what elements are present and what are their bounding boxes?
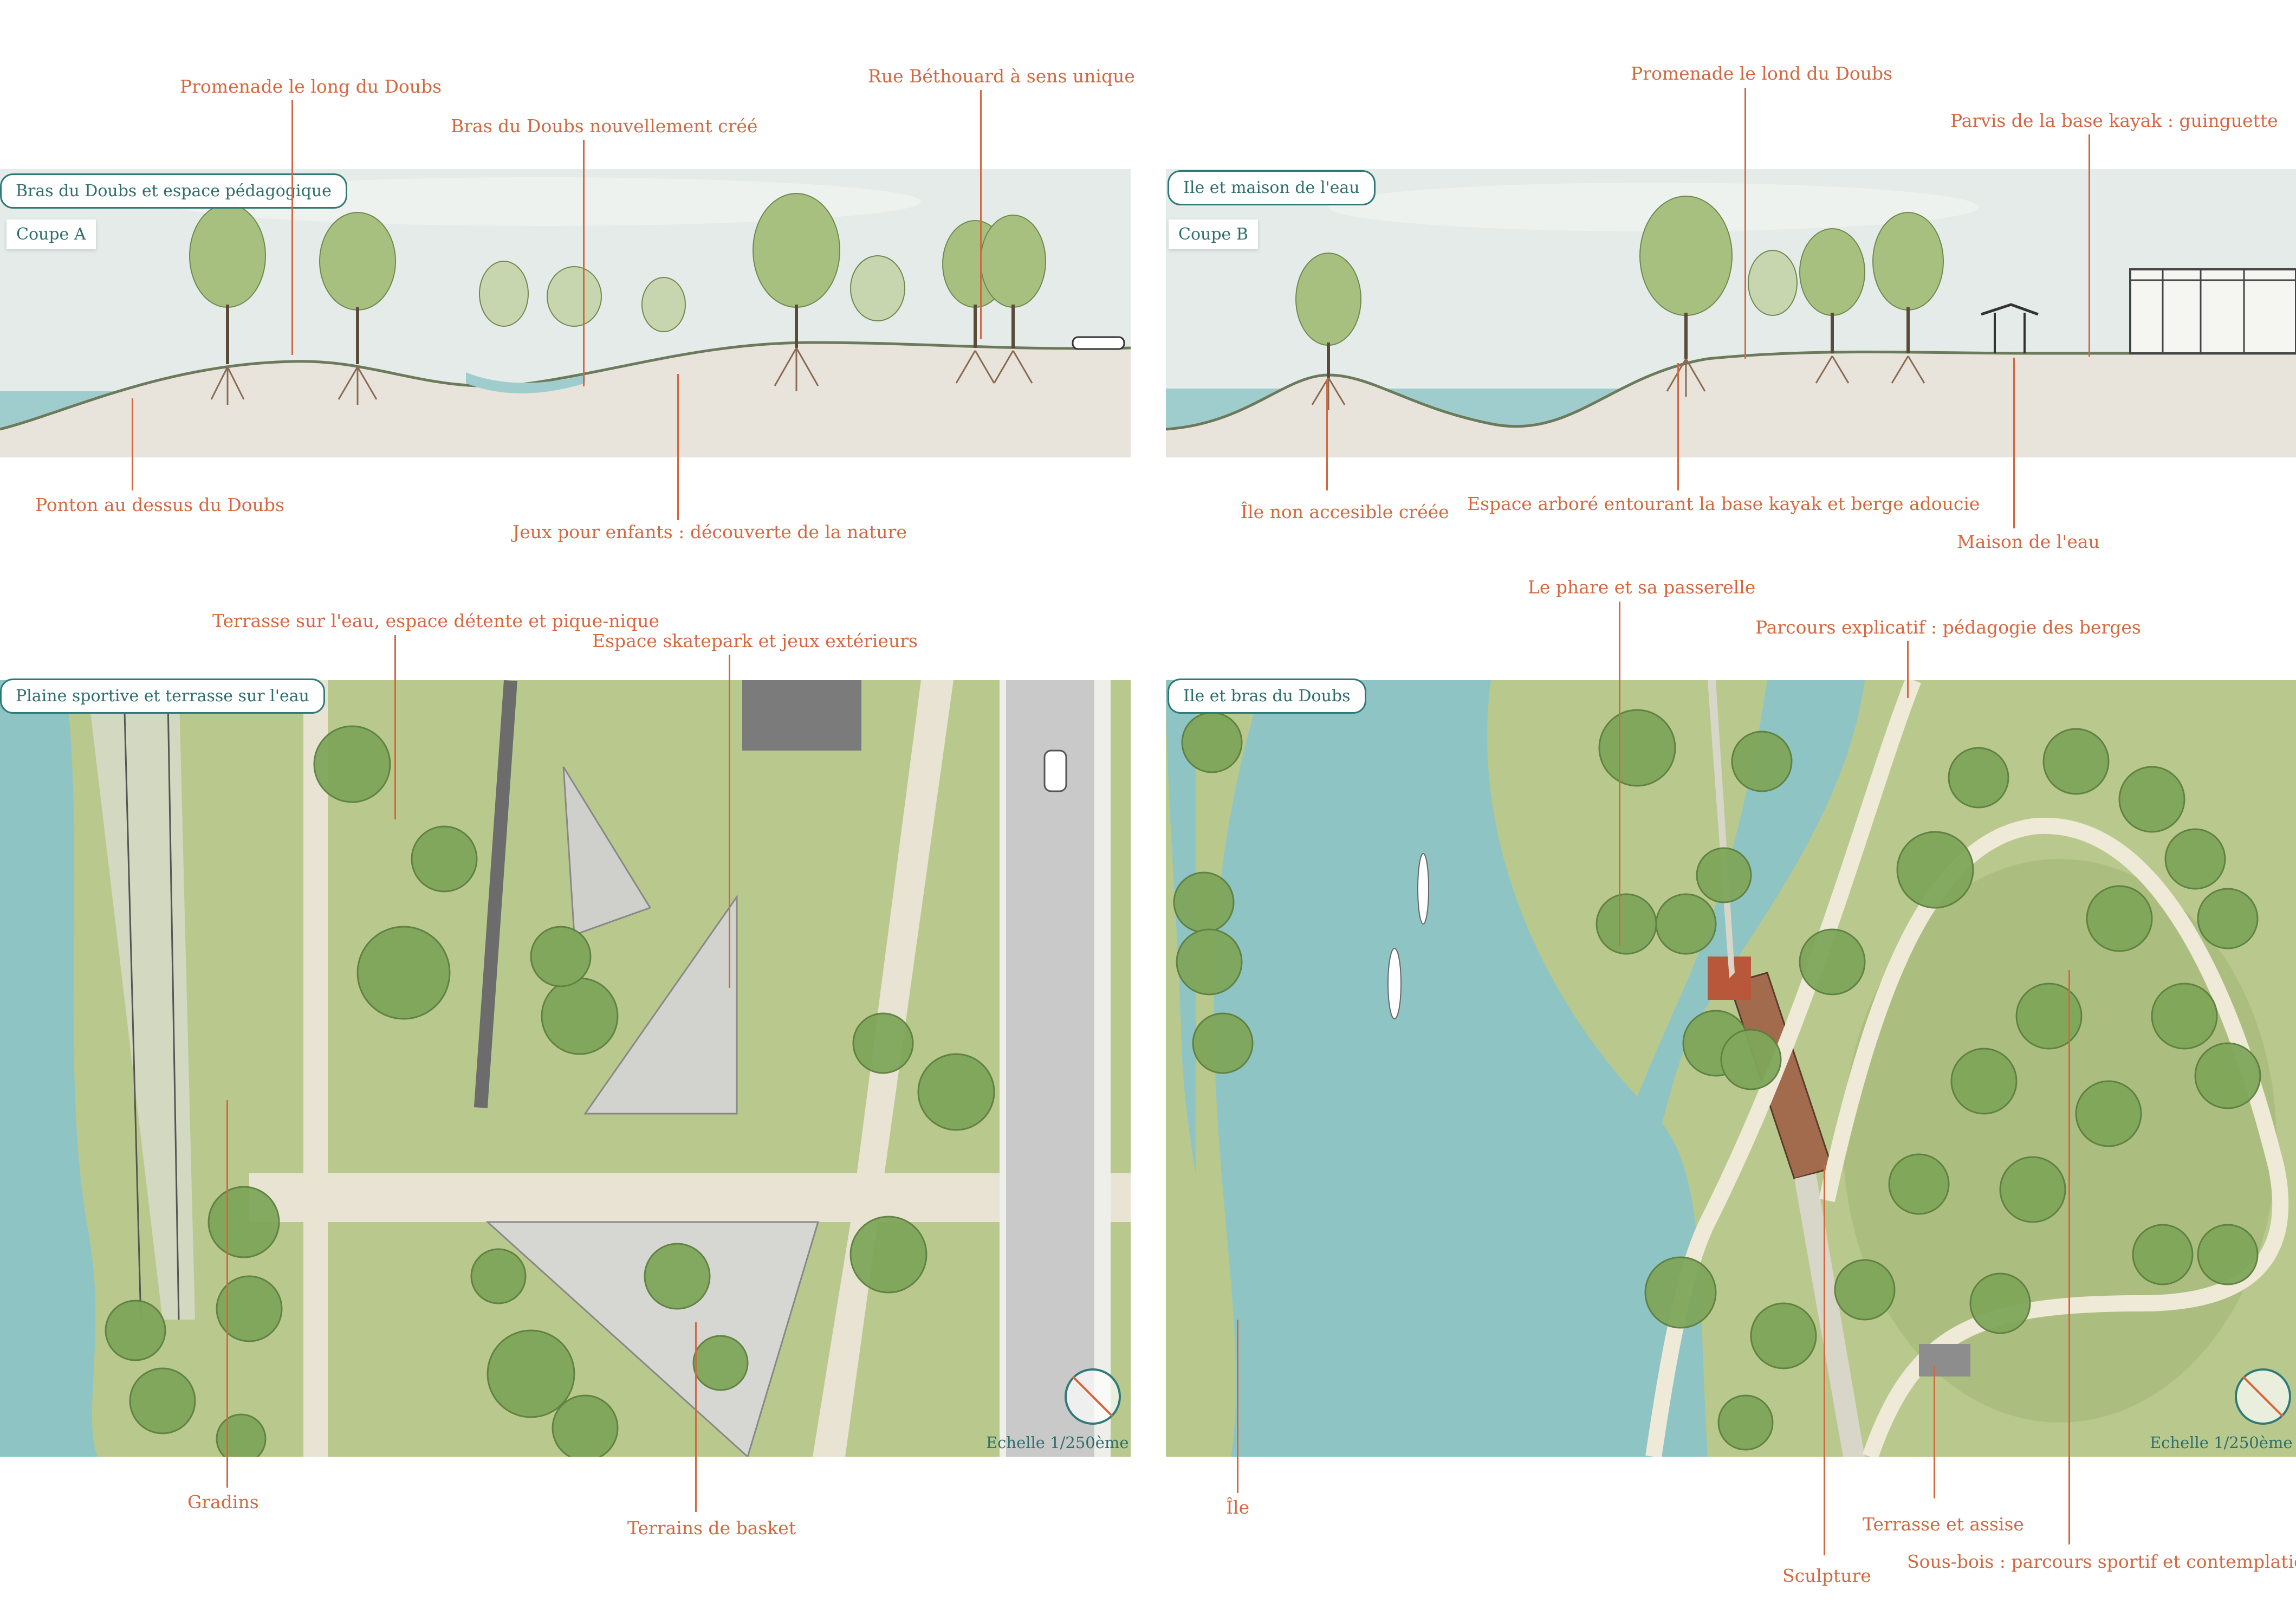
label-ile-non-accessible: Île non accesible créée <box>1241 501 1449 522</box>
plan-b-compass-icon <box>2235 1368 2291 1425</box>
label-parvis: Parvis de la base kayak : guinguette <box>1950 110 2278 131</box>
leader-parcours <box>1907 641 1909 698</box>
label-espace-arbore: Espace arboré entourant la base kayak et… <box>1467 493 1980 514</box>
leader-promenade-a <box>291 100 293 355</box>
leader-terrasse-assise <box>1934 1366 1935 1498</box>
leader-ile-plan <box>1237 1320 1238 1493</box>
section-a-title-tag: Bras du Doubs et espace pédagogique <box>0 173 347 209</box>
label-ile: Île <box>1226 1497 1250 1518</box>
label-promenade-a: Promenade le long du Doubs <box>180 76 442 97</box>
leader-sculpture <box>1824 1165 1825 1555</box>
label-rue-bethouard: Rue Béthouard à sens unique <box>868 66 1135 87</box>
leader-maison-eau <box>2013 358 2015 528</box>
section-a-coupe-label: Coupe A <box>7 219 96 249</box>
label-maison-eau: Maison de l'eau <box>1957 531 2100 552</box>
label-terrasse-eau: Terrasse sur l'eau, espace détente et pi… <box>212 610 660 631</box>
leader-rue-bethouard <box>980 90 982 339</box>
leader-skatepark <box>729 655 730 988</box>
plan-b-scale: Echelle 1/250ème <box>2150 1433 2293 1452</box>
section-b-title-tag: Ile et maison de l'eau <box>1168 170 1376 205</box>
label-terrains-basket: Terrains de basket <box>627 1517 796 1539</box>
section-b-coupe-label: Coupe B <box>1169 219 1258 249</box>
plan-a-title-tag: Plaine sportive et terrasse sur l'eau <box>0 678 325 714</box>
plan-b-drawing <box>1166 680 2296 1457</box>
leader-jeux <box>677 374 679 520</box>
plan-a-drawing <box>0 680 1131 1457</box>
leader-phare <box>1619 602 1620 946</box>
label-bras-doubs: Bras du Doubs nouvellement créé <box>451 115 758 137</box>
label-ponton: Ponton au dessus du Doubs <box>35 494 284 515</box>
label-jeux-enfants: Jeux pour enfants : découverte de la nat… <box>513 521 907 542</box>
leader-sous-bois <box>2068 970 2070 1545</box>
section-a-drawing <box>0 169 1131 457</box>
leader-terrasse-eau <box>394 635 396 819</box>
label-parcours: Parcours explicatif : pédagogie des berg… <box>1755 617 2141 638</box>
label-sous-bois: Sous-bois : parcours sportif et contempl… <box>1907 1551 2296 1572</box>
leader-basket <box>695 1322 697 1512</box>
leader-ile-b <box>1326 379 1328 490</box>
label-phare: Le phare et sa passerelle <box>1528 577 1756 598</box>
label-sculpture: Sculpture <box>1782 1565 1871 1586</box>
leader-bras-doubs <box>583 140 585 386</box>
leader-gradins <box>226 1100 228 1488</box>
label-terrasse-assise: Terrasse et assise <box>1863 1514 2024 1535</box>
leader-promenade-b <box>1744 88 1746 359</box>
label-skatepark: Espace skatepark et jeux extérieurs <box>592 630 918 651</box>
label-promenade-b: Promenade le lond du Doubs <box>1631 63 1893 84</box>
plan-a-compass-icon <box>1065 1368 1121 1425</box>
leader-parvis <box>2089 134 2090 357</box>
leader-ponton <box>132 398 133 490</box>
plan-b-title-tag: Ile et bras du Doubs <box>1168 678 1366 714</box>
section-b-drawing <box>1166 169 2296 457</box>
plan-a-scale: Echelle 1/250ème <box>986 1433 1129 1452</box>
leader-espace-arbore <box>1677 363 1679 490</box>
label-gradins: Gradins <box>187 1491 259 1513</box>
